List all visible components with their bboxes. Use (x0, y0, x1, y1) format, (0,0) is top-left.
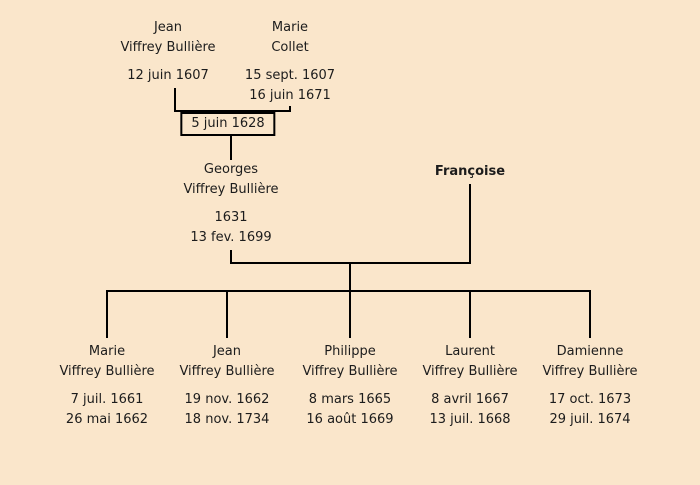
connector-grandfather-drop (174, 88, 176, 112)
person-first-name: Damienne (556, 344, 624, 359)
person-last-name: Viffrey Bullière (120, 40, 216, 55)
person-birth-date: 12 juin 1607 (127, 68, 209, 83)
person-last-name: Viffrey Bullière (302, 364, 398, 379)
connector-family-to-siblings-drop (349, 262, 351, 292)
connector-child-1-drop (106, 290, 108, 338)
person-last-name: Viffrey Bullière (183, 182, 279, 197)
person-last-name: Viffrey Bullière (422, 364, 518, 379)
person-first-name: Marie (271, 20, 309, 35)
person-marie-grandmother[interactable]: Marie Collet 15 sept. 1607 16 juin 1671 (245, 18, 335, 106)
person-death-date: 16 août 1669 (306, 412, 394, 427)
person-birth-date: 17 oct. 1673 (548, 392, 632, 407)
person-last-name: Viffrey Bullière (542, 364, 638, 379)
connector-father-drop (230, 250, 232, 264)
person-birth-date: 15 sept. 1607 (244, 68, 336, 83)
person-georges-father[interactable]: Georges Viffrey Bullière 1631 13 fev. 16… (183, 160, 278, 248)
person-first-name: Georges (203, 162, 259, 177)
person-death-date: 18 nov. 1734 (184, 412, 270, 427)
person-birth-date: 8 mars 1665 (308, 392, 392, 407)
marriage-date-box: 5 juin 1628 (180, 112, 276, 136)
person-birth-date: 1631 (214, 210, 248, 225)
person-child-laurent[interactable]: Laurent Viffrey Bullière 8 avril 1667 13… (422, 342, 517, 430)
person-jean-grandfather[interactable]: Jean Viffrey Bullière 12 juin 1607 (120, 18, 215, 86)
connector-child-4-drop (469, 290, 471, 338)
person-first-name: Marie (88, 344, 126, 359)
person-first-name: Jean (212, 344, 242, 359)
person-last-name: Viffrey Bullière (179, 364, 275, 379)
person-death-date: 29 juil. 1674 (549, 412, 631, 427)
person-death-date: 13 juil. 1668 (429, 412, 511, 427)
marriage-date: 5 juin 1628 (191, 116, 265, 131)
person-last-name: Collet (271, 40, 309, 55)
connector-child-2-drop (226, 290, 228, 338)
person-child-damienne[interactable]: Damienne Viffrey Bullière 17 oct. 1673 2… (542, 342, 637, 430)
person-last-name: Viffrey Bullière (59, 364, 155, 379)
connector-grandparents-family-line (174, 110, 291, 112)
person-francoise-mother[interactable]: Françoise (435, 162, 505, 182)
connector-child-3-drop (349, 290, 351, 338)
connector-mother-drop (469, 184, 471, 264)
person-birth-date: 8 avril 1667 (431, 392, 509, 407)
connector-drop-to-georges (230, 136, 232, 160)
person-child-philippe[interactable]: Philippe Viffrey Bullière 8 mars 1665 16… (302, 342, 397, 430)
connector-grandmother-drop (289, 106, 291, 112)
person-first-name: Françoise (434, 164, 506, 179)
connector-child-5-drop (589, 290, 591, 338)
person-child-jean[interactable]: Jean Viffrey Bullière 19 nov. 1662 18 no… (179, 342, 274, 430)
person-death-date: 16 juin 1671 (249, 88, 331, 103)
person-death-date: 26 mai 1662 (65, 412, 149, 427)
connector-siblings-line (106, 290, 591, 292)
person-birth-date: 19 nov. 1662 (184, 392, 270, 407)
person-birth-date: 7 juil. 1661 (70, 392, 144, 407)
person-first-name: Philippe (324, 344, 376, 359)
person-first-name: Jean (153, 20, 183, 35)
person-child-marie[interactable]: Marie Viffrey Bullière 7 juil. 1661 26 m… (59, 342, 154, 430)
person-first-name: Laurent (445, 344, 495, 359)
person-death-date: 13 fev. 1699 (190, 230, 272, 245)
